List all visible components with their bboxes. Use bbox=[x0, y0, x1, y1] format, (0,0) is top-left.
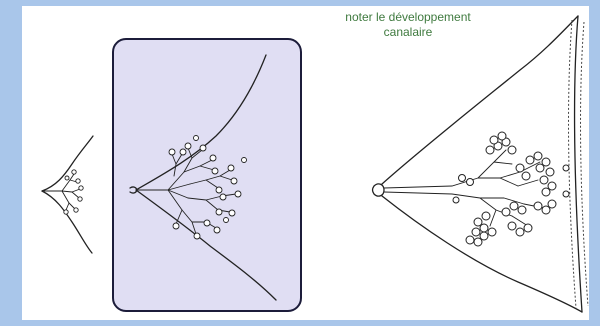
lobule-clusters bbox=[453, 132, 569, 246]
stage-1-early-gland bbox=[42, 136, 93, 253]
stage-2-developing-gland bbox=[130, 55, 276, 300]
stage-3-developed-gland bbox=[373, 16, 589, 312]
